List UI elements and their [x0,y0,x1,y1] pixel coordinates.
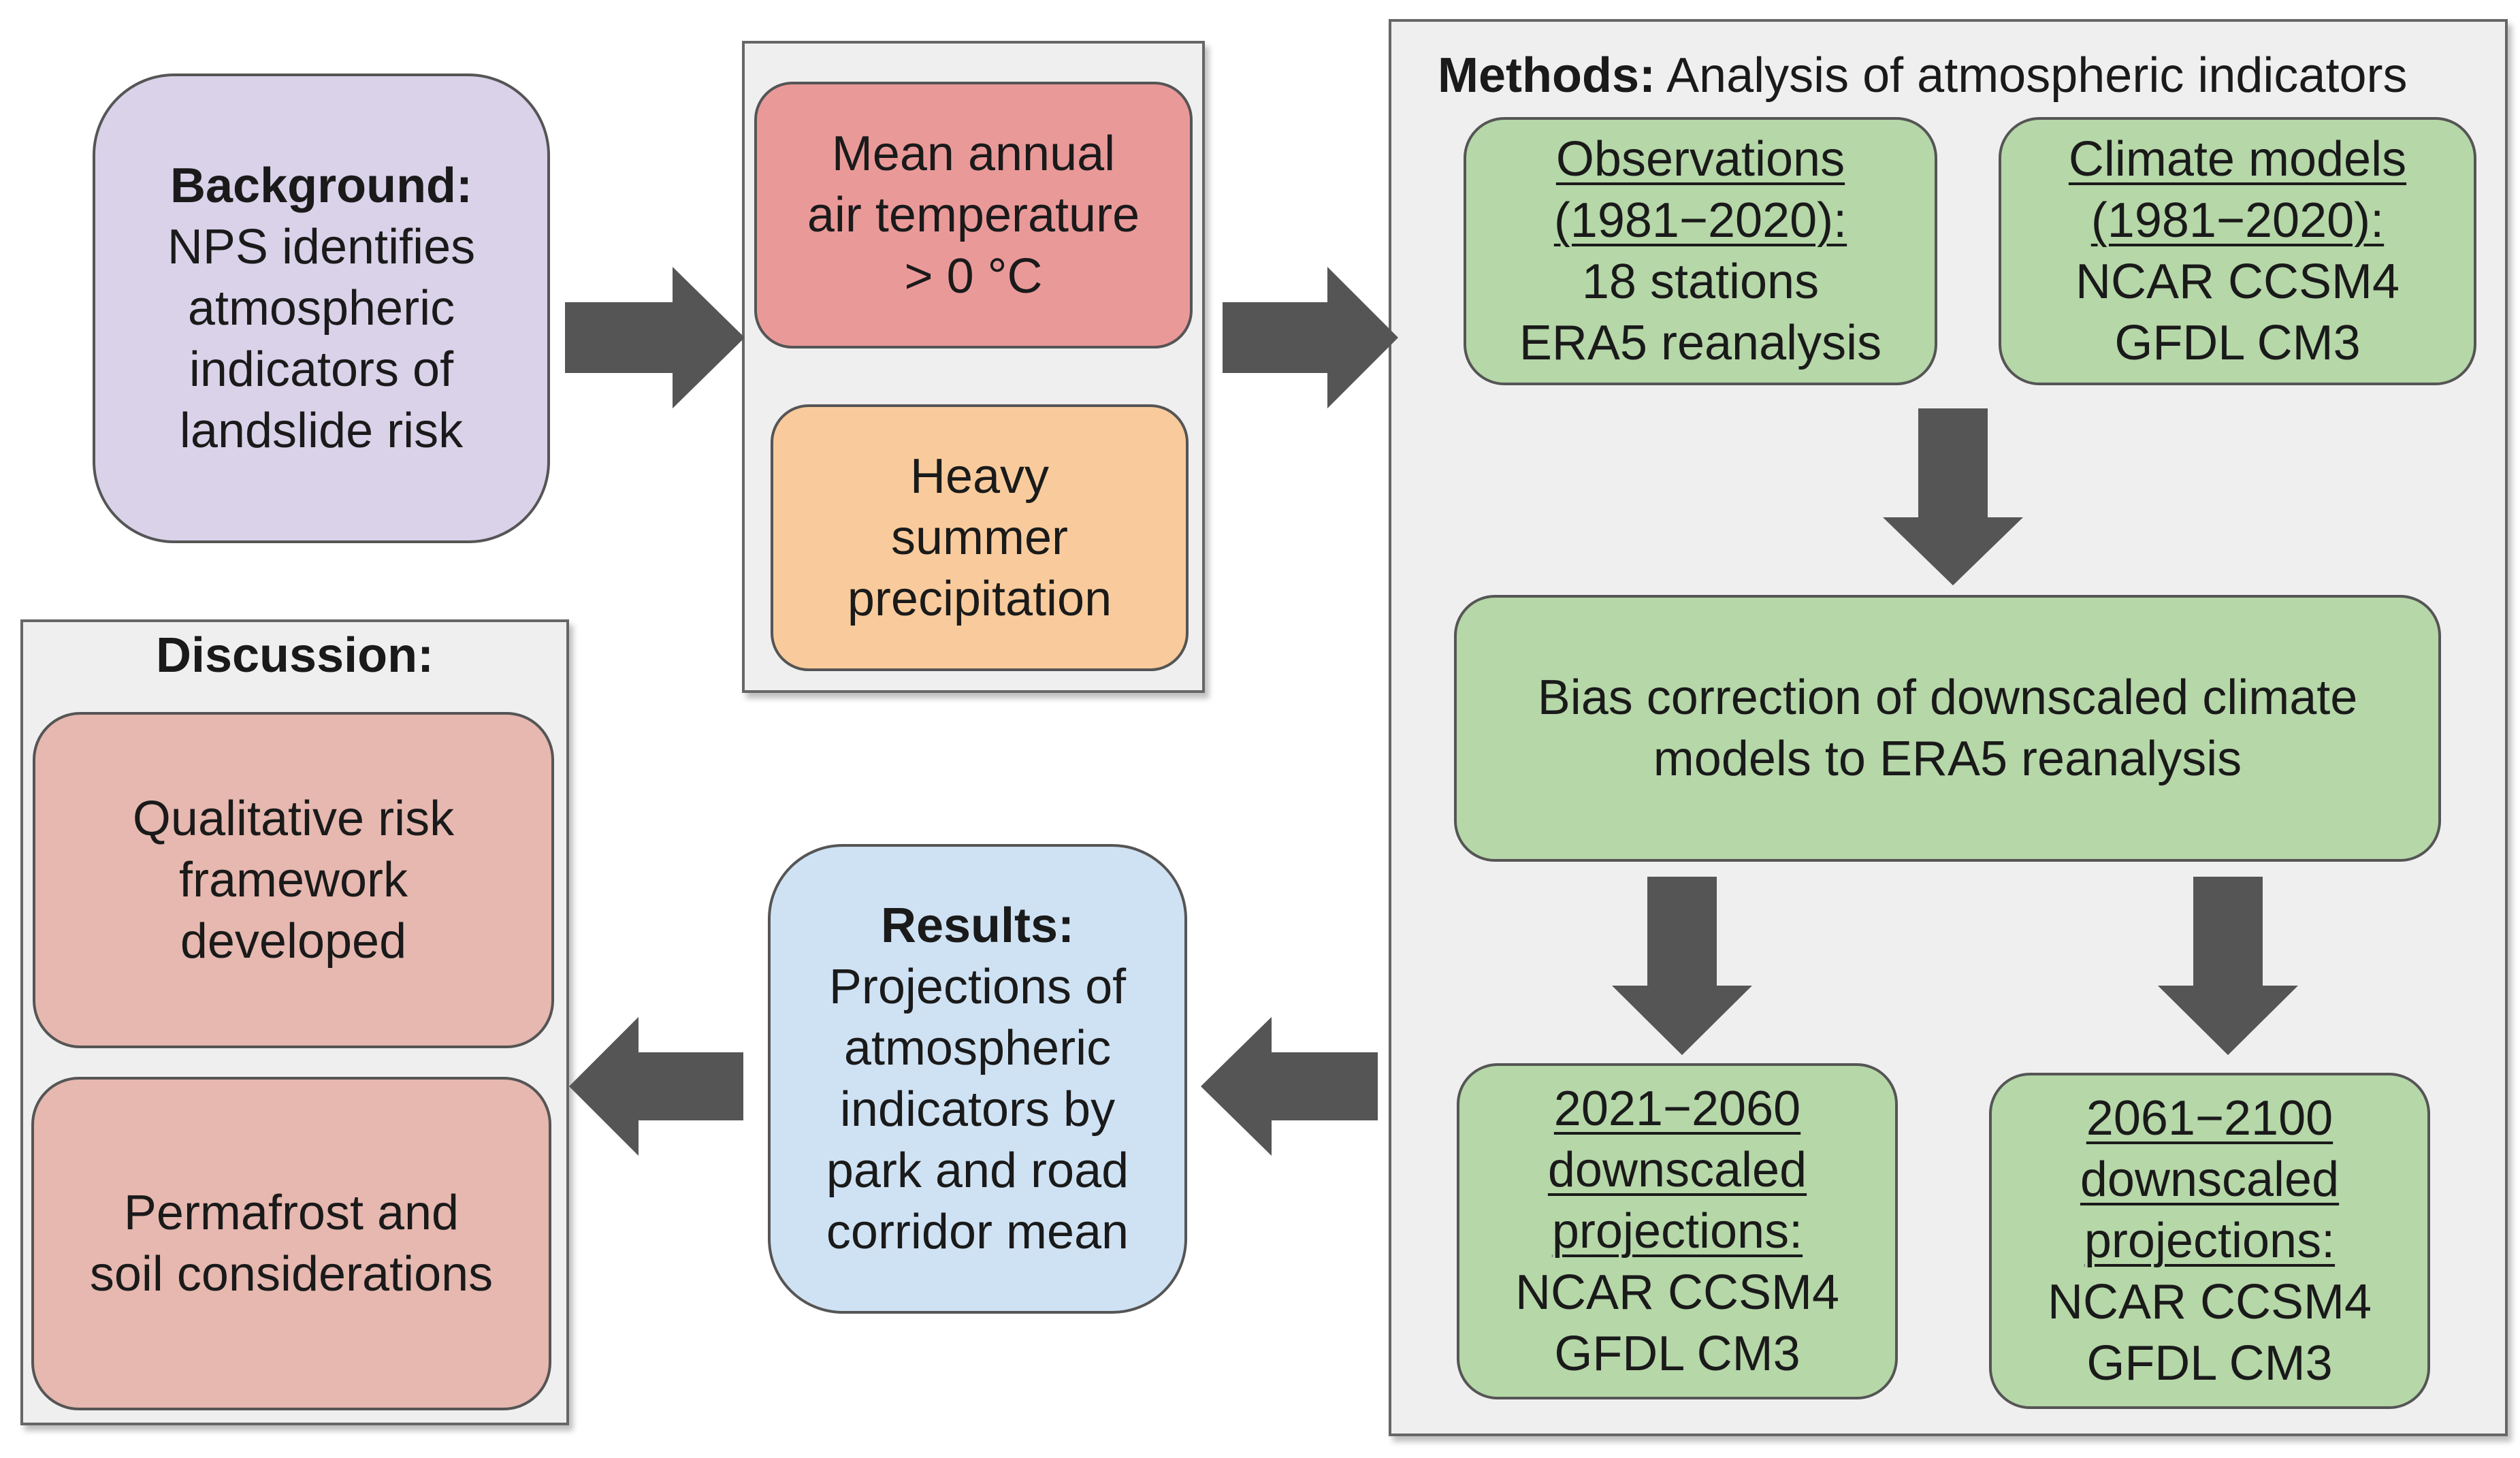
background-line: atmospheric [187,281,455,336]
projection-title: projections: [2084,1214,2336,1268]
temperature-line: air temperature [807,188,1140,242]
bias-correction-line: Bias correction of downscaled climate [1537,670,2358,725]
results-box: Results: Projections of atmospheric indi… [768,844,1187,1314]
arrow-models-to-bias-correction [1883,408,2023,585]
projection-model-line: NCAR CCSM4 [2047,1275,2372,1329]
permafrost-line: soil considerations [89,1247,494,1301]
climate-models-line: GFDL CM3 [2114,316,2361,370]
projection-title: downscaled [2080,1152,2340,1207]
projection-title: downscaled [1547,1143,1807,1197]
observations-period: (1981−2020): [1553,193,1847,248]
methods-title: Methods: Analysis of atmospheric indicat… [1438,45,2407,106]
results-line: indicators by [839,1082,1116,1137]
arrow-bias-to-2061-2100 [2158,877,2298,1055]
climate-models-line: NCAR CCSM4 [2075,255,2400,309]
discussion-heading-text: Discussion: [155,628,434,683]
results-line: corridor mean [826,1205,1129,1259]
arrow-methods-to-results [1201,1017,1378,1156]
bias-correction-box: Bias correction of downscaled climate mo… [1454,595,2441,862]
arrow-bias-to-2021-2060 [1612,877,1752,1055]
observations-box: Observations (1981−2020): 18 stations ER… [1464,117,1937,385]
risk-framework-line: Qualitative risk [132,792,455,846]
projection-period: 2021−2060 [1553,1082,1801,1136]
precipitation-line: precipitation [847,572,1112,626]
projection-model-line: GFDL CM3 [2086,1336,2333,1391]
methods-title-text: Analysis of atmospheric indicators [1655,48,2408,103]
projection-title: projections: [1551,1204,1803,1259]
background-heading: Background: [169,159,473,213]
projection-2021-2060-box: 2021−2060 downscaled projections: NCAR C… [1457,1063,1898,1399]
risk-framework-line: framework [178,853,408,907]
projection-2061-2100-box: 2061−2100 downscaled projections: NCAR C… [1989,1073,2430,1409]
temperature-line: > 0 °C [904,249,1043,304]
precipitation-line: Heavy [909,449,1050,504]
climate-models-box: Climate models (1981−2020): NCAR CCSM4 G… [1999,117,2476,385]
climate-models-period: (1981−2020): [2090,193,2385,248]
climate-models-title: Climate models [2068,132,2407,187]
observations-line: 18 stations [1581,255,1820,309]
background-box: Background: NPS identifies atmospheric i… [93,74,550,543]
results-line: park and road [826,1144,1129,1198]
permafrost-line: Permafrost and [123,1186,459,1240]
projection-model-line: NCAR CCSM4 [1515,1265,1840,1320]
methods-title-bold: Methods: [1438,48,1655,103]
background-line: NPS identifies [167,220,476,274]
arrow-background-to-indicators [565,267,745,408]
arrow-indicators-to-methods [1223,267,1398,408]
results-line: Projections of [828,960,1127,1014]
observations-line: ERA5 reanalysis [1519,316,1882,370]
arrow-results-to-discussion [569,1017,743,1156]
projection-period: 2061−2100 [2086,1091,2333,1146]
temperature-indicator-box: Mean annual air temperature > 0 °C [754,82,1193,349]
background-line: landslide risk [179,404,464,458]
temperature-line: Mean annual [831,127,1116,181]
precipitation-line: summer [890,511,1068,565]
results-heading: Results: [880,898,1075,953]
precipitation-indicator-box: Heavy summer precipitation [771,404,1189,671]
discussion-heading: Discussion: [20,625,569,686]
permafrost-box: Permafrost and soil considerations [31,1077,551,1410]
results-line: atmospheric [843,1021,1112,1075]
background-line: indicators of [189,342,454,397]
observations-title: Observations [1555,132,1845,187]
bias-correction-line: models to ERA5 reanalysis [1653,732,2242,786]
projection-model-line: GFDL CM3 [1554,1327,1800,1381]
risk-framework-line: developed [180,914,407,969]
risk-framework-box: Qualitative risk framework developed [33,712,554,1048]
